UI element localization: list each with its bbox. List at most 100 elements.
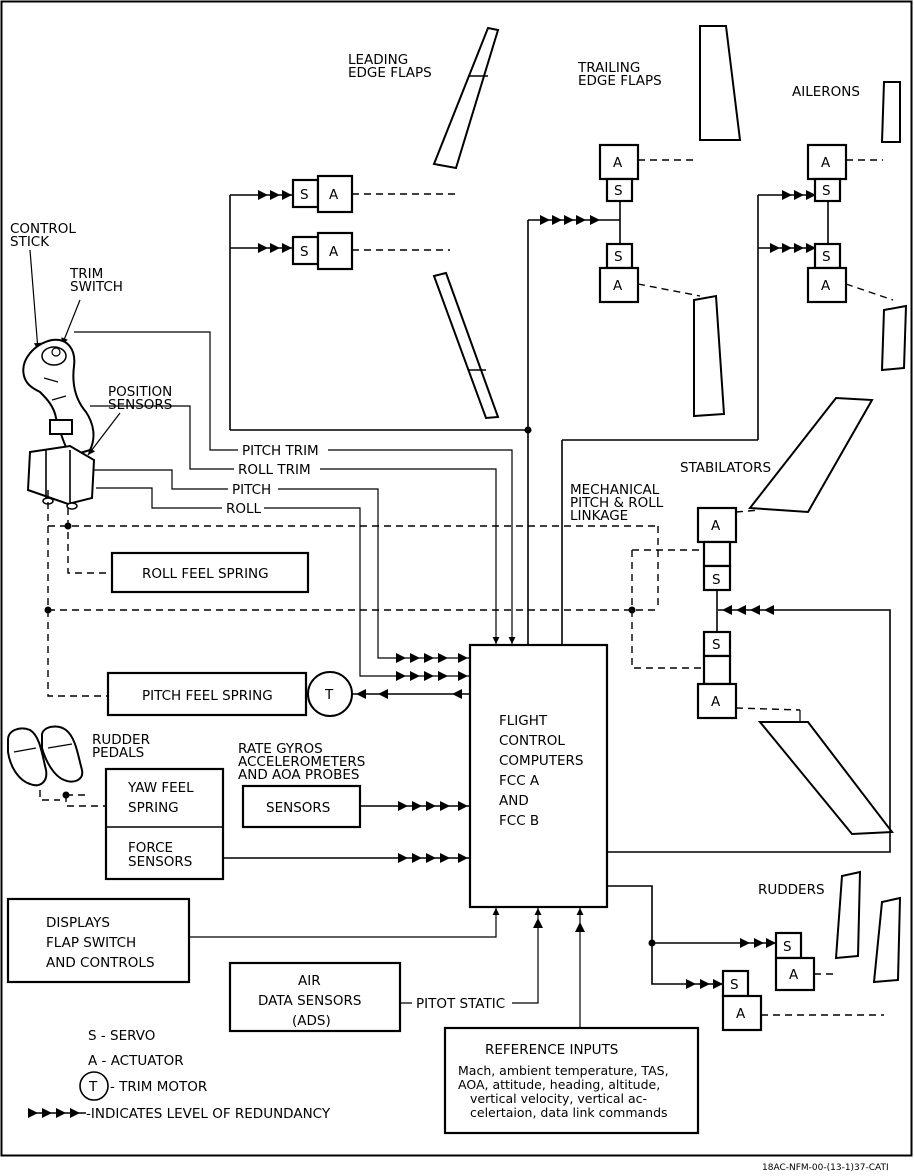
sensors-box: SENSORS — [241, 784, 362, 829]
trim-motor-arrows — [352, 689, 470, 699]
force-sensors-line-1: FORCE — [128, 840, 173, 856]
rudder-servo-actuator-lower: S A — [721, 969, 763, 1032]
fcc-line-1: FLIGHT — [499, 713, 548, 729]
aileron-redundancy-arrows-upper — [758, 190, 816, 200]
displays-line-3: AND CONTROLS — [46, 955, 155, 971]
sensors-arrows — [360, 801, 470, 811]
mechanical-linkage-label-1: MECHANICAL — [570, 482, 660, 498]
tef-actuator-servo-group: A S S A — [598, 143, 640, 304]
leading-edge-flaps — [432, 26, 500, 420]
actuator-label: A — [821, 278, 831, 294]
stabilator-lower — [757, 721, 894, 836]
rudder-pedals-label-1: RUDDER — [92, 732, 150, 748]
trailing-edge-flap-lower — [693, 294, 726, 418]
fcc-line-6: FCC B — [499, 813, 539, 829]
lef-redundancy-arrows-lower — [230, 243, 293, 253]
servo-label: S — [614, 183, 623, 199]
force-sensors-arrows — [223, 853, 470, 863]
rudder-pedals-graphic — [7, 725, 90, 801]
trim-motor-label: T — [324, 687, 334, 703]
actuator-label: A — [821, 155, 831, 171]
fcc-line-4: FCC A — [499, 773, 540, 789]
roll-trim-label: ROLL TRIM — [238, 462, 311, 478]
pitch-redundancy-arrows — [396, 653, 468, 663]
pitot-static-label: PITOT STATIC — [416, 996, 505, 1012]
aileron-actuator-servo-group: A S S A — [806, 143, 848, 304]
reference-inputs-box: REFERENCE INPUTS Mach, ambient temperatu… — [443, 1026, 700, 1135]
stabilator-upper — [748, 396, 874, 514]
aileron-upper — [880, 81, 901, 143]
figure-code: 18AC-NFM-00-(13-1)37-CATI — [762, 1163, 889, 1173]
displays-box: DISPLAYS FLAP SWITCH AND CONTROLS — [6, 897, 191, 984]
roll-label: ROLL — [226, 501, 262, 517]
legend-actuator: A - ACTUATOR — [88, 1053, 184, 1069]
pitch-label: PITCH — [232, 482, 271, 498]
lef-redundancy-arrows-upper — [230, 190, 293, 200]
rate-gyros-label-2: ACCELEROMETERS — [238, 754, 365, 770]
trim-motor: T — [307, 671, 353, 717]
rate-gyros-label-1: RATE GYROS — [238, 741, 323, 757]
legend-trim-motor: - TRIM MOTOR — [110, 1079, 207, 1095]
fcc-line-5: AND — [499, 793, 529, 809]
pitch-feel-spring-label: PITCH FEEL SPRING — [142, 688, 273, 704]
trim-switch-label-1: TRIM — [69, 266, 103, 282]
rudders-label: RUDDERS — [758, 882, 825, 898]
rudder-pedals-label-2: PEDALS — [92, 745, 144, 761]
servo-label: S — [300, 187, 309, 203]
tef-redundancy-arrows — [528, 215, 620, 225]
pitch-feel-spring-box: PITCH FEEL SPRING — [106, 671, 308, 717]
trim-switch-label-2: SWITCH — [70, 279, 123, 295]
displays-line-1: DISPLAYS — [46, 915, 110, 931]
yaw-feel-force-box: YAW FEEL SPRING FORCE SENSORS — [104, 767, 225, 881]
position-sensors-label-2: SENSORS — [108, 397, 172, 413]
roll-feel-spring-label: ROLL FEEL SPRING — [142, 566, 269, 582]
servo-label: S — [822, 249, 831, 265]
stabilator-redundancy-arrows — [722, 605, 774, 615]
lef-servo-actuator-upper: S A — [291, 174, 354, 214]
air-data-line-3: (ADS) — [292, 1013, 331, 1029]
ailerons-label: AILERONS — [792, 84, 860, 100]
rudder-redundancy-arrows — [686, 938, 776, 989]
servo-label: S — [730, 977, 739, 993]
leading-edge-flap-upper — [432, 26, 500, 170]
rudder-upper — [834, 870, 862, 960]
leading-edge-flaps-label-2: EDGE FLAPS — [348, 65, 432, 81]
yaw-feel-spring-line-2: SPRING — [128, 800, 179, 816]
aileron-redundancy-arrows-lower — [758, 243, 816, 253]
stabilator-actuator-servo-group: A S S A — [696, 506, 738, 720]
legend-trim-motor-symbol — [79, 1071, 109, 1101]
air-data-line-2: DATA SENSORS — [258, 993, 361, 1009]
mechanical-linkage-label-3: LINKAGE — [570, 508, 628, 524]
servo-label: S — [300, 244, 309, 260]
reference-inputs-line-4: celertaion, data link commands — [470, 1105, 668, 1120]
rudder-lower — [872, 896, 902, 984]
legend-trim-motor-letter: T — [88, 1079, 98, 1095]
trailing-edge-flap-upper — [699, 25, 742, 141]
force-sensors-line-2: SENSORS — [128, 854, 192, 870]
rate-gyros-label-3: AND AOA PROBES — [238, 767, 359, 783]
stabilators-label: STABILATORS — [680, 460, 771, 476]
pitch-trim-label: PITCH TRIM — [242, 443, 319, 459]
actuator-label: A — [711, 518, 721, 534]
roll-redundancy-arrows — [396, 671, 468, 681]
trailing-edge-flaps-label-2: EDGE FLAPS — [578, 73, 662, 89]
leading-edge-flap-lower — [432, 271, 500, 420]
fcc-line-3: COMPUTERS — [499, 753, 583, 769]
flight-control-computers: FLIGHT CONTROL COMPUTERS FCC A AND FCC B — [468, 643, 609, 909]
yaw-feel-spring-line-1: YAW FEEL — [127, 780, 194, 796]
actuator-label: A — [329, 187, 339, 203]
lef-servo-actuator-lower: S A — [291, 231, 354, 271]
control-stick-label-2: STICK — [10, 234, 50, 250]
servo-label: S — [614, 249, 623, 265]
position-sensors-label-1: POSITION — [108, 384, 172, 400]
servo-label: S — [712, 572, 721, 588]
displays-line-2: FLAP SWITCH — [46, 935, 136, 951]
actuator-label: A — [736, 1006, 746, 1022]
roll-feel-spring-box: ROLL FEEL SPRING — [110, 551, 310, 594]
reference-inputs-line-1: Mach, ambient temperature, TAS, — [458, 1063, 669, 1078]
air-data-sensors-box: AIR DATA SENSORS (ADS) — [228, 961, 402, 1033]
rudder-servo-actuator-upper: S A — [774, 931, 816, 992]
servo-label: S — [783, 939, 792, 955]
aileron-lower — [880, 304, 908, 372]
actuator-label: A — [329, 244, 339, 260]
